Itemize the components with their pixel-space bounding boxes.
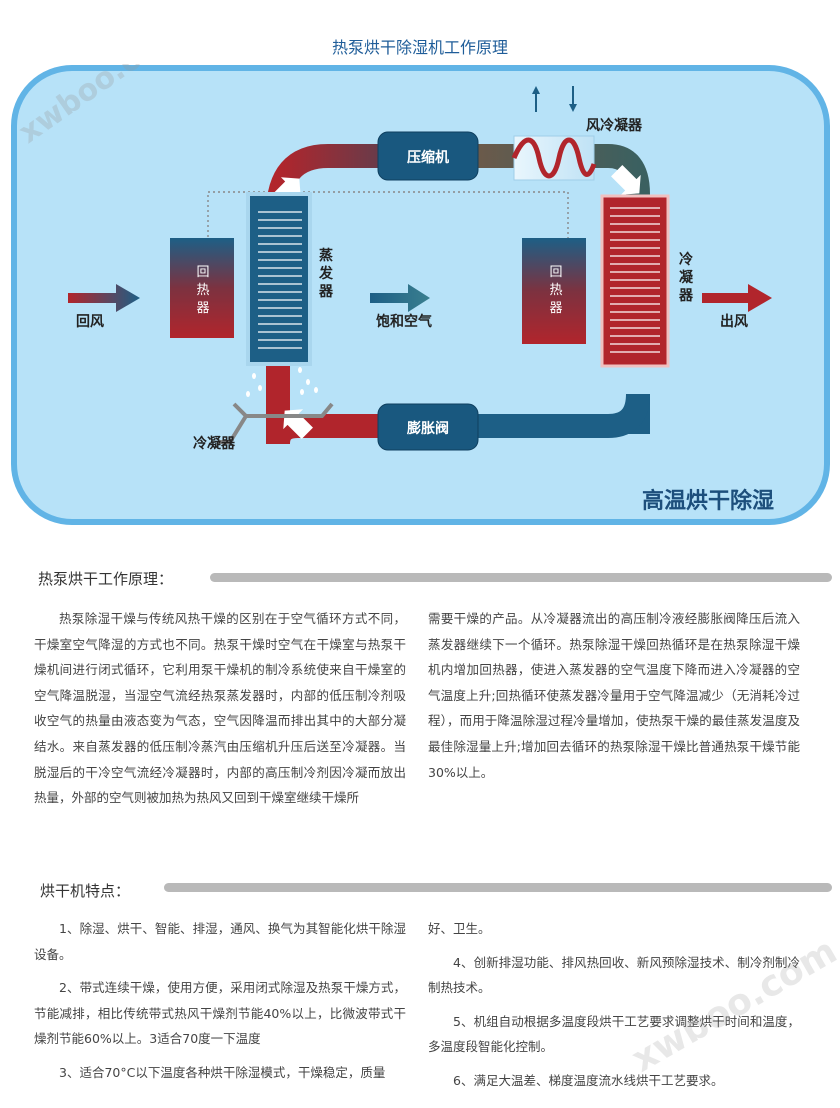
section2-left-column: 1、除湿、烘干、智能、排湿，通风、换气为其智能化烘干除湿设备。 2、带式连续干燥… [34,916,406,1094]
section2-right-column: 好、卫生。 4、创新排湿功能、排风热回收、新风预除湿技术、制冷剂制冷制热技术。 … [428,916,800,1102]
condenser-bottom-label: 冷凝器 [193,435,236,452]
section2-heading: 烘干机特点： [40,882,131,900]
saturated-air-arrow [370,284,430,312]
outlet-air-arrow [702,284,772,312]
water-droplets [246,367,318,397]
feature-item: 5、机组自动根据多温度段烘干工艺要求调整烘干时间和温度，多温度段智能化控制。 [428,1013,800,1055]
expansion-valve-label: 膨胀阀 [407,420,449,437]
return-air-arrow [68,284,140,312]
reheater-right-label: 回热器 [549,265,562,316]
mode-label: 高温烘干除湿 [642,488,774,514]
outlet-air-label: 出风 [720,313,748,330]
section1-right-paragraph: 需要干燥的产品。从冷凝器流出的高压制冷液经膨胀阀降压后流入蒸发器继续下一个循环。… [428,611,800,780]
feature-item: 2、带式连续干燥，使用方便，采用闭式除湿及热泵干燥方式，节能减排，相比传统带式热… [34,980,406,1047]
section1-left-column: 热泵除湿干燥与传统风热干燥的区别在于空气循环方式不同，干燥室空气降湿的方式也不同… [34,606,406,811]
air-condenser-label: 风冷凝器 [586,117,643,134]
saturated-air-label: 饱和空气 [376,313,432,330]
section1-heading: 热泵烘干工作原理： [38,570,174,588]
feature-item: 1、除湿、烘干、智能、排湿，通风、换气为其智能化烘干除湿设备。 [34,921,406,962]
section1-left-paragraph: 热泵除湿干燥与传统风热干燥的区别在于空气循环方式不同，干燥室空气降湿的方式也不同… [34,611,406,806]
condenser-right-label: 冷凝器 [678,251,694,304]
feature-item: 好、卫生。 [428,921,491,936]
section1-divider [210,573,832,582]
reheater-left-label: 回热器 [196,265,209,316]
evaporator-label: 蒸发器 [318,247,334,300]
heat-pump-diagram: xwboo.com 压缩机 膨胀阀 风冷凝器 蒸发器 冷凝器 [11,64,830,525]
feature-item: 6、满足大温差、梯度温度流水线烘干工艺要求。 [453,1072,724,1088]
compressor-label: 压缩机 [407,149,449,166]
condenser-coil [610,207,660,353]
feature-item: 3、适合70°C以下温度各种烘干除湿模式，干燥稳定，质量 [59,1064,386,1080]
feature-item: 4、创新排湿功能、排风热回收、新风预除湿技术、制冷剂制冷制热技术。 [428,954,800,996]
page-title: 热泵烘干除湿机工作原理 [331,38,508,57]
section1-right-column: 需要干燥的产品。从冷凝器流出的高压制冷液经膨胀阀降压后流入蒸发器继续下一个循环。… [428,606,800,785]
return-air-label: 回风 [76,314,104,330]
section2-divider [164,883,832,892]
evaporator-coil [258,211,302,349]
